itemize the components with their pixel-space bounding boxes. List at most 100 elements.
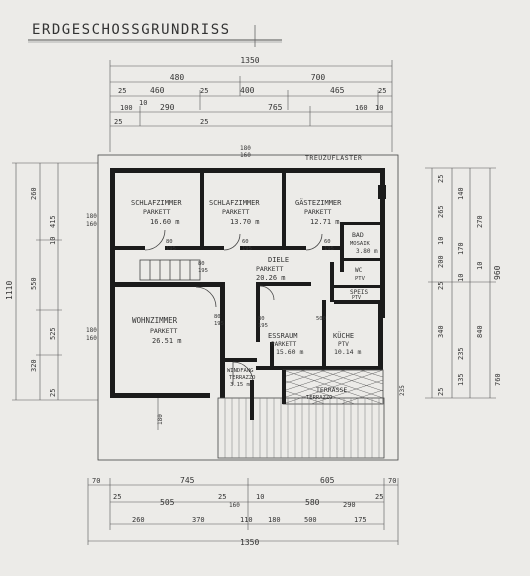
svg-text:290: 290 — [160, 103, 175, 112]
svg-text:25: 25 — [200, 118, 208, 126]
svg-text:60: 60 — [242, 239, 249, 245]
svg-text:160: 160 — [229, 502, 240, 509]
svg-text:180: 180 — [268, 516, 281, 524]
svg-text:TERRAZZO: TERRAZZO — [229, 375, 256, 381]
svg-text:12.71 m: 12.71 m — [310, 218, 340, 226]
svg-text:ESSRAUM: ESSRAUM — [268, 332, 298, 340]
svg-text:160: 160 — [355, 104, 368, 112]
svg-text:265: 265 — [437, 205, 445, 218]
svg-text:PARKETT: PARKETT — [271, 341, 297, 348]
svg-text:25: 25 — [200, 87, 208, 95]
svg-text:PTV: PTV — [338, 341, 349, 348]
room-wc: WC PTV — [355, 267, 366, 282]
plan-title: ERDGESCHOSSGRUNDRISS — [32, 22, 231, 38]
room-kueche: KÜCHE PTV 10.14 m — [333, 331, 361, 356]
svg-text:10: 10 — [49, 237, 57, 245]
room-essraum: ESSRAUM PARKETT 15.60 m — [268, 332, 303, 356]
room-schlafzimmer-1: SCHLAFZIMMER PARKETT 16.60 m — [131, 199, 182, 226]
svg-text:MOSAIK: MOSAIK — [350, 241, 371, 247]
svg-text:25: 25 — [375, 493, 383, 501]
dim-right-overall: 960 — [493, 265, 502, 280]
svg-text:10: 10 — [457, 274, 465, 282]
svg-text:WINDFANG: WINDFANG — [227, 368, 254, 374]
room-windfang: WINDFANG TERRAZZO 3.15 m — [227, 368, 256, 388]
svg-text:500: 500 — [304, 516, 317, 524]
room-schlafzimmer-2: SCHLAFZIMMER PARKETT 13.70 m — [209, 199, 260, 226]
door-dimensions: 180 160 80 195 80 195 60 195 60 195 80 1… — [86, 213, 406, 430]
svg-text:BAD: BAD — [352, 231, 364, 239]
room-terrasse: TERRASSE TERRAZZO — [306, 386, 347, 401]
svg-text:26.51 m: 26.51 m — [152, 337, 182, 345]
dim-top-480: 480 — [170, 73, 185, 82]
svg-text:400: 400 — [240, 86, 255, 95]
svg-text:10: 10 — [256, 493, 264, 501]
svg-text:840: 840 — [476, 325, 484, 338]
svg-text:70: 70 — [388, 477, 396, 485]
svg-text:13.70 m: 13.70 m — [230, 218, 260, 226]
svg-text:580: 580 — [305, 498, 320, 507]
svg-text:160: 160 — [86, 335, 97, 342]
svg-text:WC: WC — [355, 267, 363, 274]
svg-text:60: 60 — [324, 239, 331, 245]
door-arcs — [144, 229, 323, 308]
svg-text:10: 10 — [139, 99, 147, 107]
svg-text:80: 80 — [214, 314, 221, 320]
svg-text:160: 160 — [240, 152, 251, 159]
svg-text:80: 80 — [198, 261, 205, 267]
svg-text:70: 70 — [92, 477, 100, 485]
svg-text:KÜCHE: KÜCHE — [333, 331, 354, 340]
svg-text:270: 270 — [476, 215, 484, 228]
svg-text:25: 25 — [114, 118, 122, 126]
svg-text:10: 10 — [437, 237, 445, 245]
svg-text:235: 235 — [399, 385, 406, 396]
svg-text:SPEIS: SPEIS — [350, 289, 368, 296]
svg-text:260: 260 — [132, 516, 145, 524]
room-wohnzimmer: WOHNZIMMER PARKETT 26.51 m — [132, 316, 182, 345]
bottom-dimensions: 70 745 605 70 25 505 25 10 580 25 260 37… — [87, 476, 399, 547]
svg-text:SCHLAFZIMMER: SCHLAFZIMMER — [131, 199, 182, 207]
svg-text:110: 110 — [240, 516, 253, 524]
svg-text:235: 235 — [457, 347, 465, 360]
svg-text:745: 745 — [180, 476, 195, 485]
top-dimensions: 1350 480 700 25 460 25 400 465 25 100 10… — [109, 56, 393, 152]
svg-text:3.15 m: 3.15 m — [230, 382, 251, 388]
room-speis: SPEIS PTV — [350, 289, 368, 301]
svg-text:80: 80 — [258, 316, 265, 322]
dim-top-700: 700 — [311, 73, 326, 82]
svg-text:10.14 m: 10.14 m — [334, 348, 361, 356]
svg-text:TERRAZZO: TERRAZZO — [306, 395, 333, 401]
svg-text:195: 195 — [258, 323, 268, 329]
svg-text:PARKETT: PARKETT — [222, 208, 249, 216]
svg-text:PTV: PTV — [352, 295, 361, 301]
room-bad: BAD MOSAIK 3.80 m — [350, 231, 378, 255]
svg-text:25: 25 — [437, 388, 445, 396]
svg-text:370: 370 — [192, 516, 205, 524]
svg-text:25: 25 — [49, 389, 57, 397]
svg-text:100: 100 — [120, 104, 133, 112]
svg-text:25: 25 — [437, 175, 445, 183]
svg-text:180: 180 — [240, 145, 251, 152]
svg-text:GÄSTEZIMMER: GÄSTEZIMMER — [295, 198, 342, 207]
svg-text:765: 765 — [268, 103, 283, 112]
svg-text:180: 180 — [157, 414, 164, 425]
svg-text:465: 465 — [330, 86, 345, 95]
svg-text:260: 260 — [30, 187, 38, 200]
dim-top-overall: 1350 — [240, 56, 259, 65]
svg-text:25: 25 — [118, 87, 126, 95]
svg-text:180: 180 — [86, 327, 97, 334]
svg-text:80: 80 — [166, 239, 173, 245]
svg-text:290: 290 — [343, 501, 356, 509]
svg-text:16.60 m: 16.60 m — [150, 218, 180, 226]
svg-text:605: 605 — [320, 476, 335, 485]
left-dimensions: 1110 260 415 10 550 525 320 25 — [5, 162, 98, 401]
right-dimensions: 25 265 10 200 10 25 340 235 135 25 140 2… — [425, 167, 502, 399]
svg-text:320: 320 — [30, 359, 38, 372]
svg-text:PARKETT: PARKETT — [256, 265, 283, 273]
svg-text:505: 505 — [160, 498, 175, 507]
svg-text:525: 525 — [49, 327, 57, 340]
svg-text:15.60 m: 15.60 m — [276, 348, 303, 356]
svg-text:10: 10 — [375, 104, 383, 112]
svg-text:3.80 m: 3.80 m — [356, 248, 378, 255]
plot-outline — [97, 154, 399, 461]
